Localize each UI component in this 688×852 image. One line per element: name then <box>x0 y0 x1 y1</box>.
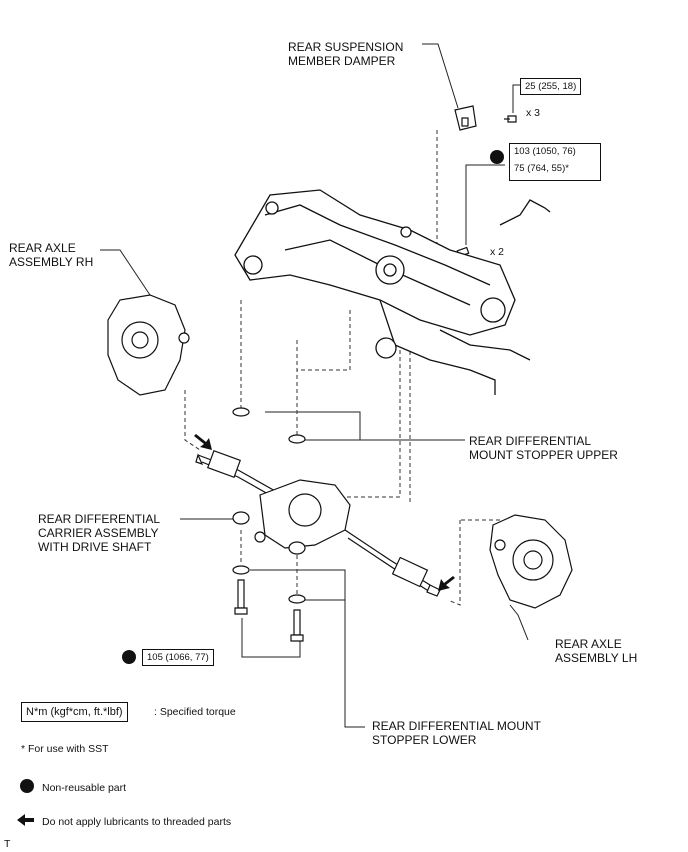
legend-no-lubricant: Do not apply lubricants to threaded part… <box>42 816 232 828</box>
legend-non-reusable-icon <box>20 779 34 793</box>
leader-damper <box>422 43 459 109</box>
label-rear-axle-rh: REAR AXLE ASSEMBLY RH <box>9 241 94 269</box>
rear-axle-lh-part <box>489 514 573 609</box>
suspension-member <box>234 189 551 395</box>
torque-box-damper: 25 (255, 18) <box>520 78 582 95</box>
legend-unit-box: N*m (kgf*cm, ft.*lbf) <box>21 702 128 722</box>
label-stopper-lower: REAR DIFFERENTIAL MOUNT STOPPER LOWER <box>372 719 541 747</box>
stopper-upper-parts <box>232 407 306 444</box>
legend-non-reusable: Non-reusable part <box>42 782 127 794</box>
label-rear-axle-lh: REAR AXLE ASSEMBLY LH <box>555 637 638 665</box>
corner-mark: T <box>4 838 11 850</box>
legend-arrow-icon <box>17 814 34 826</box>
non-reusable-icon <box>490 150 504 164</box>
leader-stopper-upper <box>265 411 465 441</box>
damper-part <box>454 105 517 131</box>
label-stopper-upper: REAR DIFFERENTIAL MOUNT STOPPER UPPER <box>469 434 618 462</box>
qty-member: x 2 <box>490 246 505 258</box>
rear-axle-rh-part <box>107 294 190 396</box>
torque-member-line1: 103 (1050, 76) <box>514 146 576 157</box>
torque-box-member: 103 (1050, 76) 75 (764, 55)* <box>509 143 601 181</box>
leader-torque-105 <box>241 618 301 658</box>
legend-sst-note: * For use with SST <box>21 743 109 755</box>
leader-axle-lh <box>509 604 529 641</box>
differential-carrier-part <box>195 449 441 597</box>
leader-axle-rh <box>100 249 161 311</box>
legend-unit-desc: : Specified torque <box>154 706 236 718</box>
non-reusable-icon <box>122 650 136 664</box>
qty-damper: x 3 <box>526 107 541 119</box>
leader-torque-103 <box>465 164 505 245</box>
leader-stopper-lower <box>250 569 365 728</box>
torque-member-line2: 75 (764, 55)* <box>514 163 569 174</box>
label-diff-carrier: REAR DIFFERENTIAL CARRIER ASSEMBLY WITH … <box>38 512 161 554</box>
torque-box-lower: 105 (1066, 77) <box>142 649 214 666</box>
no-lube-arrows <box>194 434 455 591</box>
leader-torque-25 <box>512 84 520 113</box>
stopper-lower-parts <box>232 565 306 642</box>
label-rear-suspension-member-damper: REAR SUSPENSION MEMBER DAMPER <box>288 40 404 68</box>
